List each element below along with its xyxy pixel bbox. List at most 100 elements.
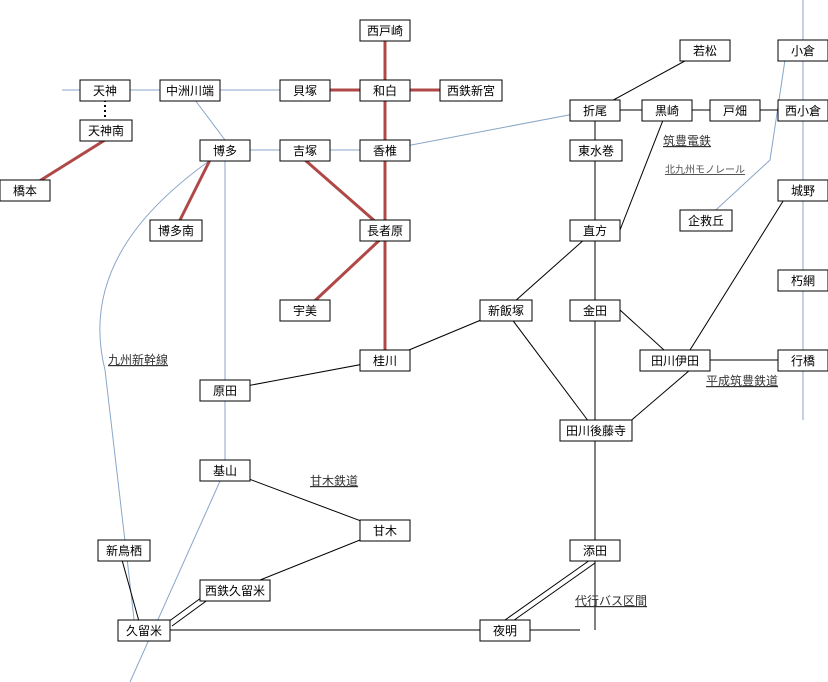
svg-text:博多南: 博多南 (158, 223, 194, 238)
subway-hakata-branch (194, 99, 226, 141)
station-kiyama[interactable]: 基山 (199, 459, 251, 482)
station-nishitetsushingu[interactable]: 西鉄新宮 (439, 79, 503, 102)
svg-text:企救丘: 企救丘 (688, 213, 724, 228)
svg-text:戸畑: 戸畑 (723, 104, 747, 118)
stations: 西戸崎 天神 中洲川端 貝塚 和白 西鉄新宮 若松 小倉 天神南 折尾 黒崎 戸… (0, 19, 828, 642)
svg-text:天神南: 天神南 (88, 123, 124, 138)
station-shintosu[interactable]: 新鳥栖 (97, 539, 151, 562)
svg-text:西鉄新宮: 西鉄新宮 (447, 83, 495, 98)
station-tenjin[interactable]: 天神 (79, 79, 131, 102)
station-kurosaki[interactable]: 黒崎 (641, 99, 693, 122)
svg-text:桂川: 桂川 (373, 353, 397, 368)
svg-text:基山: 基山 (213, 464, 237, 478)
station-keisen[interactable]: 桂川 (359, 349, 411, 372)
amagi-railway (224, 469, 386, 531)
svg-text:貝塚: 貝塚 (293, 84, 317, 98)
station-umi[interactable]: 宇美 (279, 299, 331, 322)
station-hakataminami[interactable]: 博多南 (149, 219, 203, 242)
station-amagi[interactable]: 甘木 (359, 519, 411, 542)
station-nishitozaki[interactable]: 西戸崎 (359, 19, 411, 42)
svg-text:田川後藤寺: 田川後藤寺 (566, 424, 626, 438)
station-wajiro[interactable]: 和白 (359, 79, 411, 102)
station-yoake[interactable]: 夜明 (479, 619, 531, 642)
station-kanada[interactable]: 金田 (569, 299, 621, 322)
station-nishitetsukurume[interactable]: 西鉄久留米 (199, 579, 271, 602)
svg-text:田川伊田: 田川伊田 (651, 354, 699, 368)
jr-shiniizuka-gotoji (504, 309, 596, 431)
jr-jono-ita (689, 189, 791, 351)
station-taganaita[interactable]: 田川伊田 (639, 349, 711, 372)
kurume-shintosu (121, 559, 141, 626)
svg-text:中洲川端: 中洲川端 (166, 83, 214, 98)
svg-text:添田: 添田 (583, 544, 607, 558)
station-kuchinawa[interactable]: 朽網 (777, 269, 828, 292)
jr-keisen-haruda (224, 359, 386, 391)
svg-text:和白: 和白 (373, 83, 397, 98)
station-hashimoto[interactable]: 橋本 (0, 179, 51, 202)
svg-text:吉塚: 吉塚 (293, 144, 317, 158)
nishitetsu-kurume-double-line (167, 594, 210, 627)
kashii-line-umi (303, 233, 387, 312)
label-amagi-line: 甘木鉄道 (310, 473, 358, 488)
svg-text:黒崎: 黒崎 (655, 104, 679, 118)
kashii-line-yoshizuka (304, 158, 386, 232)
jr-nogata-shiniizuka (504, 229, 596, 311)
station-haruda[interactable]: 原田 (199, 379, 251, 402)
svg-text:夜明: 夜明 (493, 623, 517, 638)
label-kyushu-shinkansen: 九州新幹線 (108, 352, 168, 367)
label-heisei-chikuho: 平成筑豊鉄道 (706, 373, 778, 388)
svg-text:東水巻: 東水巻 (578, 144, 614, 158)
svg-text:博多: 博多 (213, 143, 237, 158)
station-tobata[interactable]: 戸畑 (709, 99, 761, 122)
station-shiniizuka[interactable]: 新飯塚 (479, 299, 533, 322)
station-kashii[interactable]: 香椎 (359, 139, 411, 162)
svg-text:甘木: 甘木 (373, 524, 397, 538)
station-tagawagotoji[interactable]: 田川後藤寺 (559, 419, 633, 442)
svg-text:朽網: 朽網 (791, 274, 815, 288)
chikuho-dentetsu-line (619, 109, 668, 231)
station-higashimizumaki[interactable]: 東水巻 (569, 139, 623, 162)
label-bus-section: 代行バス区間 (575, 594, 647, 608)
svg-text:原田: 原田 (213, 384, 237, 398)
station-soeda[interactable]: 添田 (569, 539, 621, 562)
line-labels: 筑豊電鉄 北九州モノレール 九州新幹線 平成筑豊鉄道 甘木鉄道 代行バス区間 (108, 133, 778, 608)
svg-text:西戸崎: 西戸崎 (367, 24, 403, 38)
svg-text:小倉: 小倉 (791, 43, 815, 58)
station-tenjinminami[interactable]: 天神南 (79, 119, 133, 142)
bus-section-double-line (504, 559, 596, 624)
station-yoshizuka[interactable]: 吉塚 (279, 139, 331, 162)
svg-text:西小倉: 西小倉 (785, 103, 821, 118)
jr-kiyama-kurume (129, 469, 226, 682)
station-orio[interactable]: 折尾 (569, 99, 621, 122)
label-kitakyushu-monorail: 北九州モノレール (665, 164, 745, 176)
station-kikugaoka[interactable]: 企救丘 (679, 209, 733, 232)
svg-text:久留米: 久留米 (126, 624, 162, 638)
svg-text:城野: 城野 (791, 184, 815, 198)
station-nakasukawabata[interactable]: 中洲川端 (159, 79, 221, 102)
label-chikuho-dentetsu: 筑豊電鉄 (663, 133, 711, 148)
station-jono[interactable]: 城野 (777, 179, 828, 202)
svg-text:新飯塚: 新飯塚 (488, 303, 524, 318)
station-kokura[interactable]: 小倉 (777, 39, 828, 62)
station-chojabaru[interactable]: 長者原 (359, 219, 411, 242)
svg-text:折尾: 折尾 (583, 103, 607, 118)
svg-text:西鉄久留米: 西鉄久留米 (205, 583, 265, 598)
svg-text:若松: 若松 (693, 44, 717, 58)
svg-text:行橋: 行橋 (791, 354, 815, 368)
svg-text:直方: 直方 (583, 223, 607, 238)
svg-text:長者原: 長者原 (367, 224, 403, 238)
station-nishikokura[interactable]: 西小倉 (777, 99, 828, 122)
station-yukuhashi[interactable]: 行橋 (777, 349, 828, 372)
station-kaizuka[interactable]: 貝塚 (279, 79, 331, 102)
station-wakamatsu[interactable]: 若松 (679, 39, 731, 62)
hakataminami-line (173, 159, 212, 231)
svg-text:新鳥栖: 新鳥栖 (106, 543, 142, 558)
station-nogata[interactable]: 直方 (569, 219, 621, 242)
station-kurume[interactable]: 久留米 (117, 619, 171, 642)
svg-text:香椎: 香椎 (373, 143, 397, 158)
svg-text:金田: 金田 (583, 303, 607, 318)
svg-text:橋本: 橋本 (13, 184, 37, 198)
jr-kashii-orio (384, 109, 596, 151)
station-hakata[interactable]: 博多 (199, 139, 251, 162)
